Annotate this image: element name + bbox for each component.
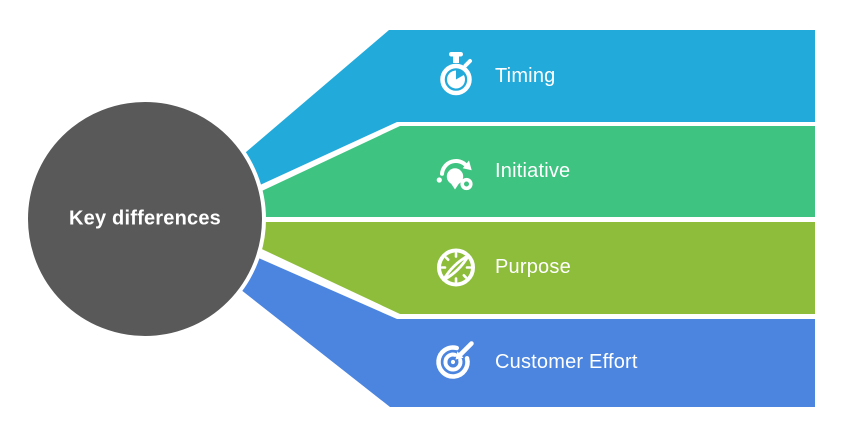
branch-label-purpose: Purpose	[495, 256, 571, 278]
branch-band-customer-effort	[231, 252, 815, 407]
branch-band-initiative	[250, 126, 815, 217]
stopwatch-icon	[440, 52, 472, 96]
branch-label-initiative: Initiative	[495, 160, 571, 182]
hub-circle	[24, 98, 266, 340]
lightbulb-cycle-icon	[436, 158, 473, 191]
compass-icon	[437, 248, 475, 287]
hub-label: Key differences	[69, 207, 221, 230]
branch-label-customer-effort: Customer Effort	[495, 351, 638, 373]
target-arrow-icon	[436, 341, 474, 379]
branch-band-purpose	[250, 222, 815, 314]
branch-label-timing: Timing	[495, 65, 556, 87]
branch-band-timing	[232, 30, 815, 191]
